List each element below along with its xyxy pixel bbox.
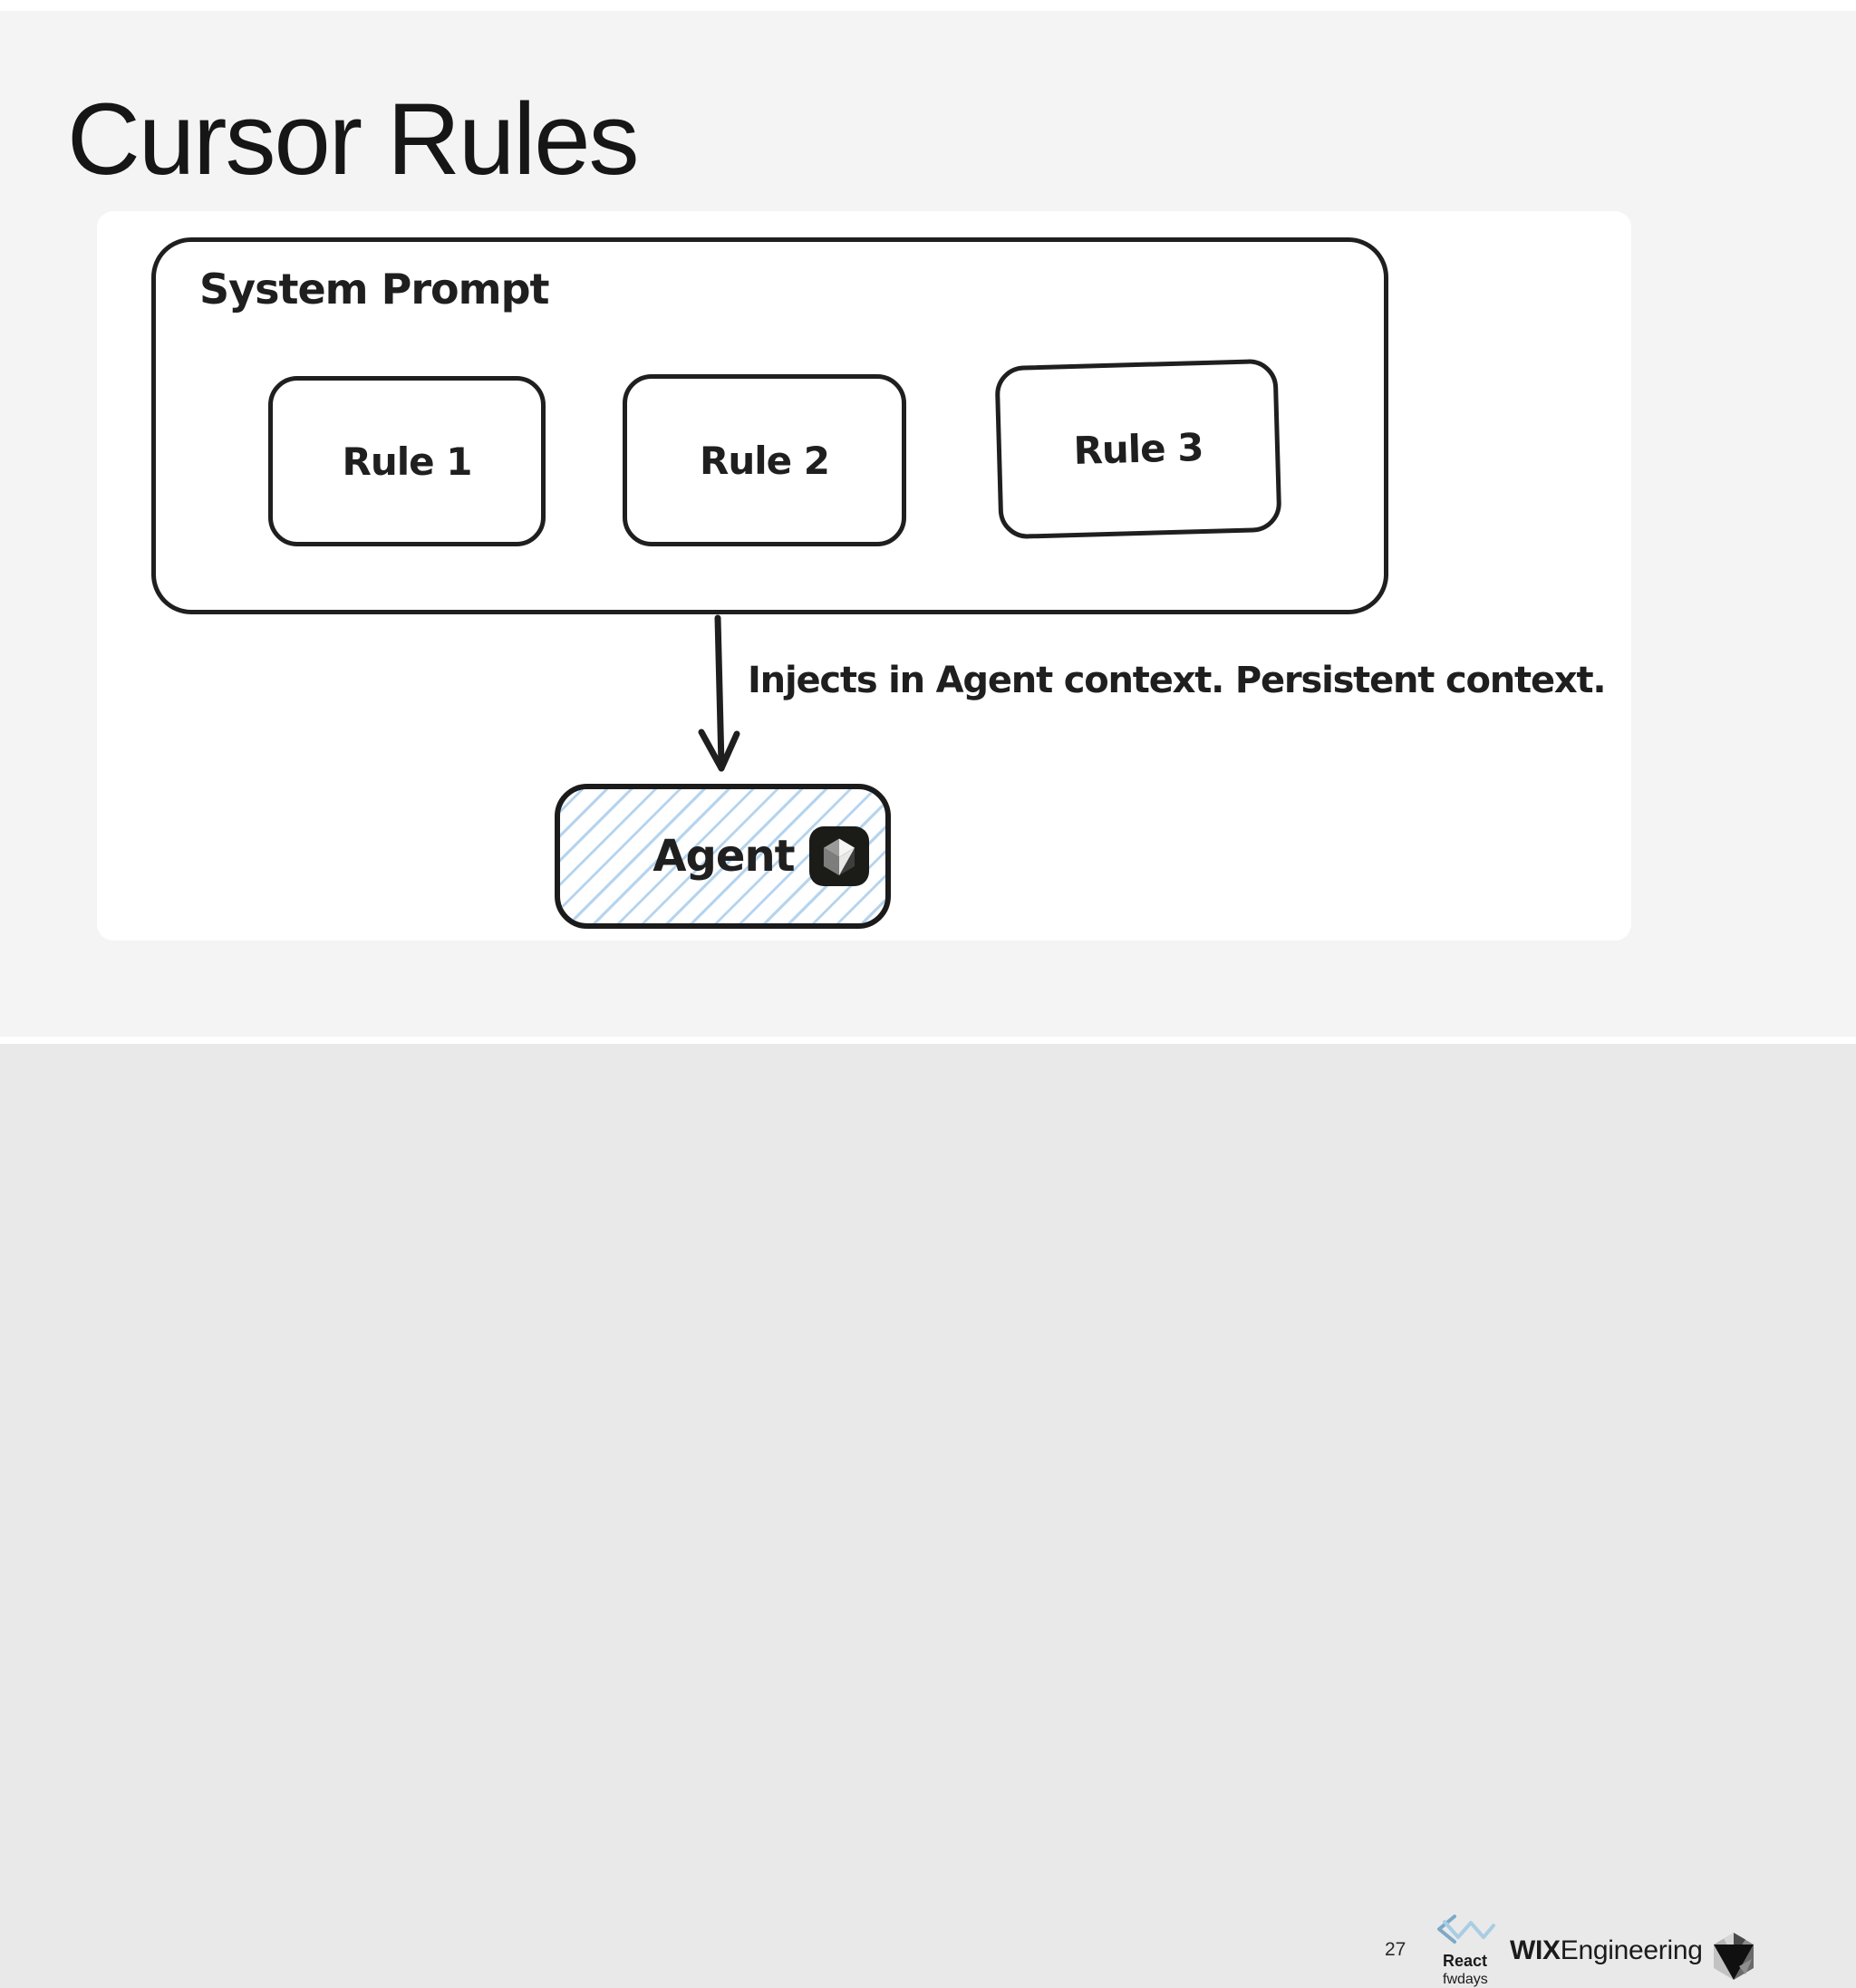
rule-1-label: Rule 1 — [342, 439, 473, 484]
footer: 27 React fwdays WIXEngineering — [0, 951, 1856, 1987]
bottom-edge-strip — [0, 1037, 1856, 1044]
top-edge-strip — [0, 0, 1856, 11]
zigzag-icon — [1437, 1915, 1495, 1944]
agent-box: Agent — [555, 784, 891, 929]
fwdays-label: fwdays — [1443, 1972, 1488, 1987]
wix-engineering-logo: WIXEngineering — [1510, 1935, 1703, 1966]
rule-1-box: Rule 1 — [268, 376, 546, 546]
page-number: 27 — [1385, 1939, 1406, 1960]
arrow-caption: Injects in Agent context. Persistent con… — [748, 660, 1607, 701]
rule-2-label: Rule 2 — [700, 438, 830, 483]
rule-2-box: Rule 2 — [623, 374, 906, 546]
rule-3-label: Rule 3 — [1072, 425, 1204, 473]
react-fwdays-logo: React fwdays — [1436, 1914, 1497, 1988]
wix-cube-icon — [1714, 1933, 1754, 1980]
engineering-label: Engineering — [1560, 1935, 1703, 1965]
react-label: React — [1443, 1952, 1488, 1970]
system-prompt-label: System Prompt — [199, 265, 549, 314]
cursor-cube-icon — [808, 826, 869, 886]
page-title: Cursor Rules — [67, 82, 640, 196]
wix-label: WIX — [1510, 1935, 1561, 1965]
agent-label: Agent — [652, 831, 795, 882]
agent-content: Agent — [598, 789, 885, 923]
arrow-down-icon — [698, 614, 740, 772]
rule-3-box: Rule 3 — [994, 358, 1282, 540]
